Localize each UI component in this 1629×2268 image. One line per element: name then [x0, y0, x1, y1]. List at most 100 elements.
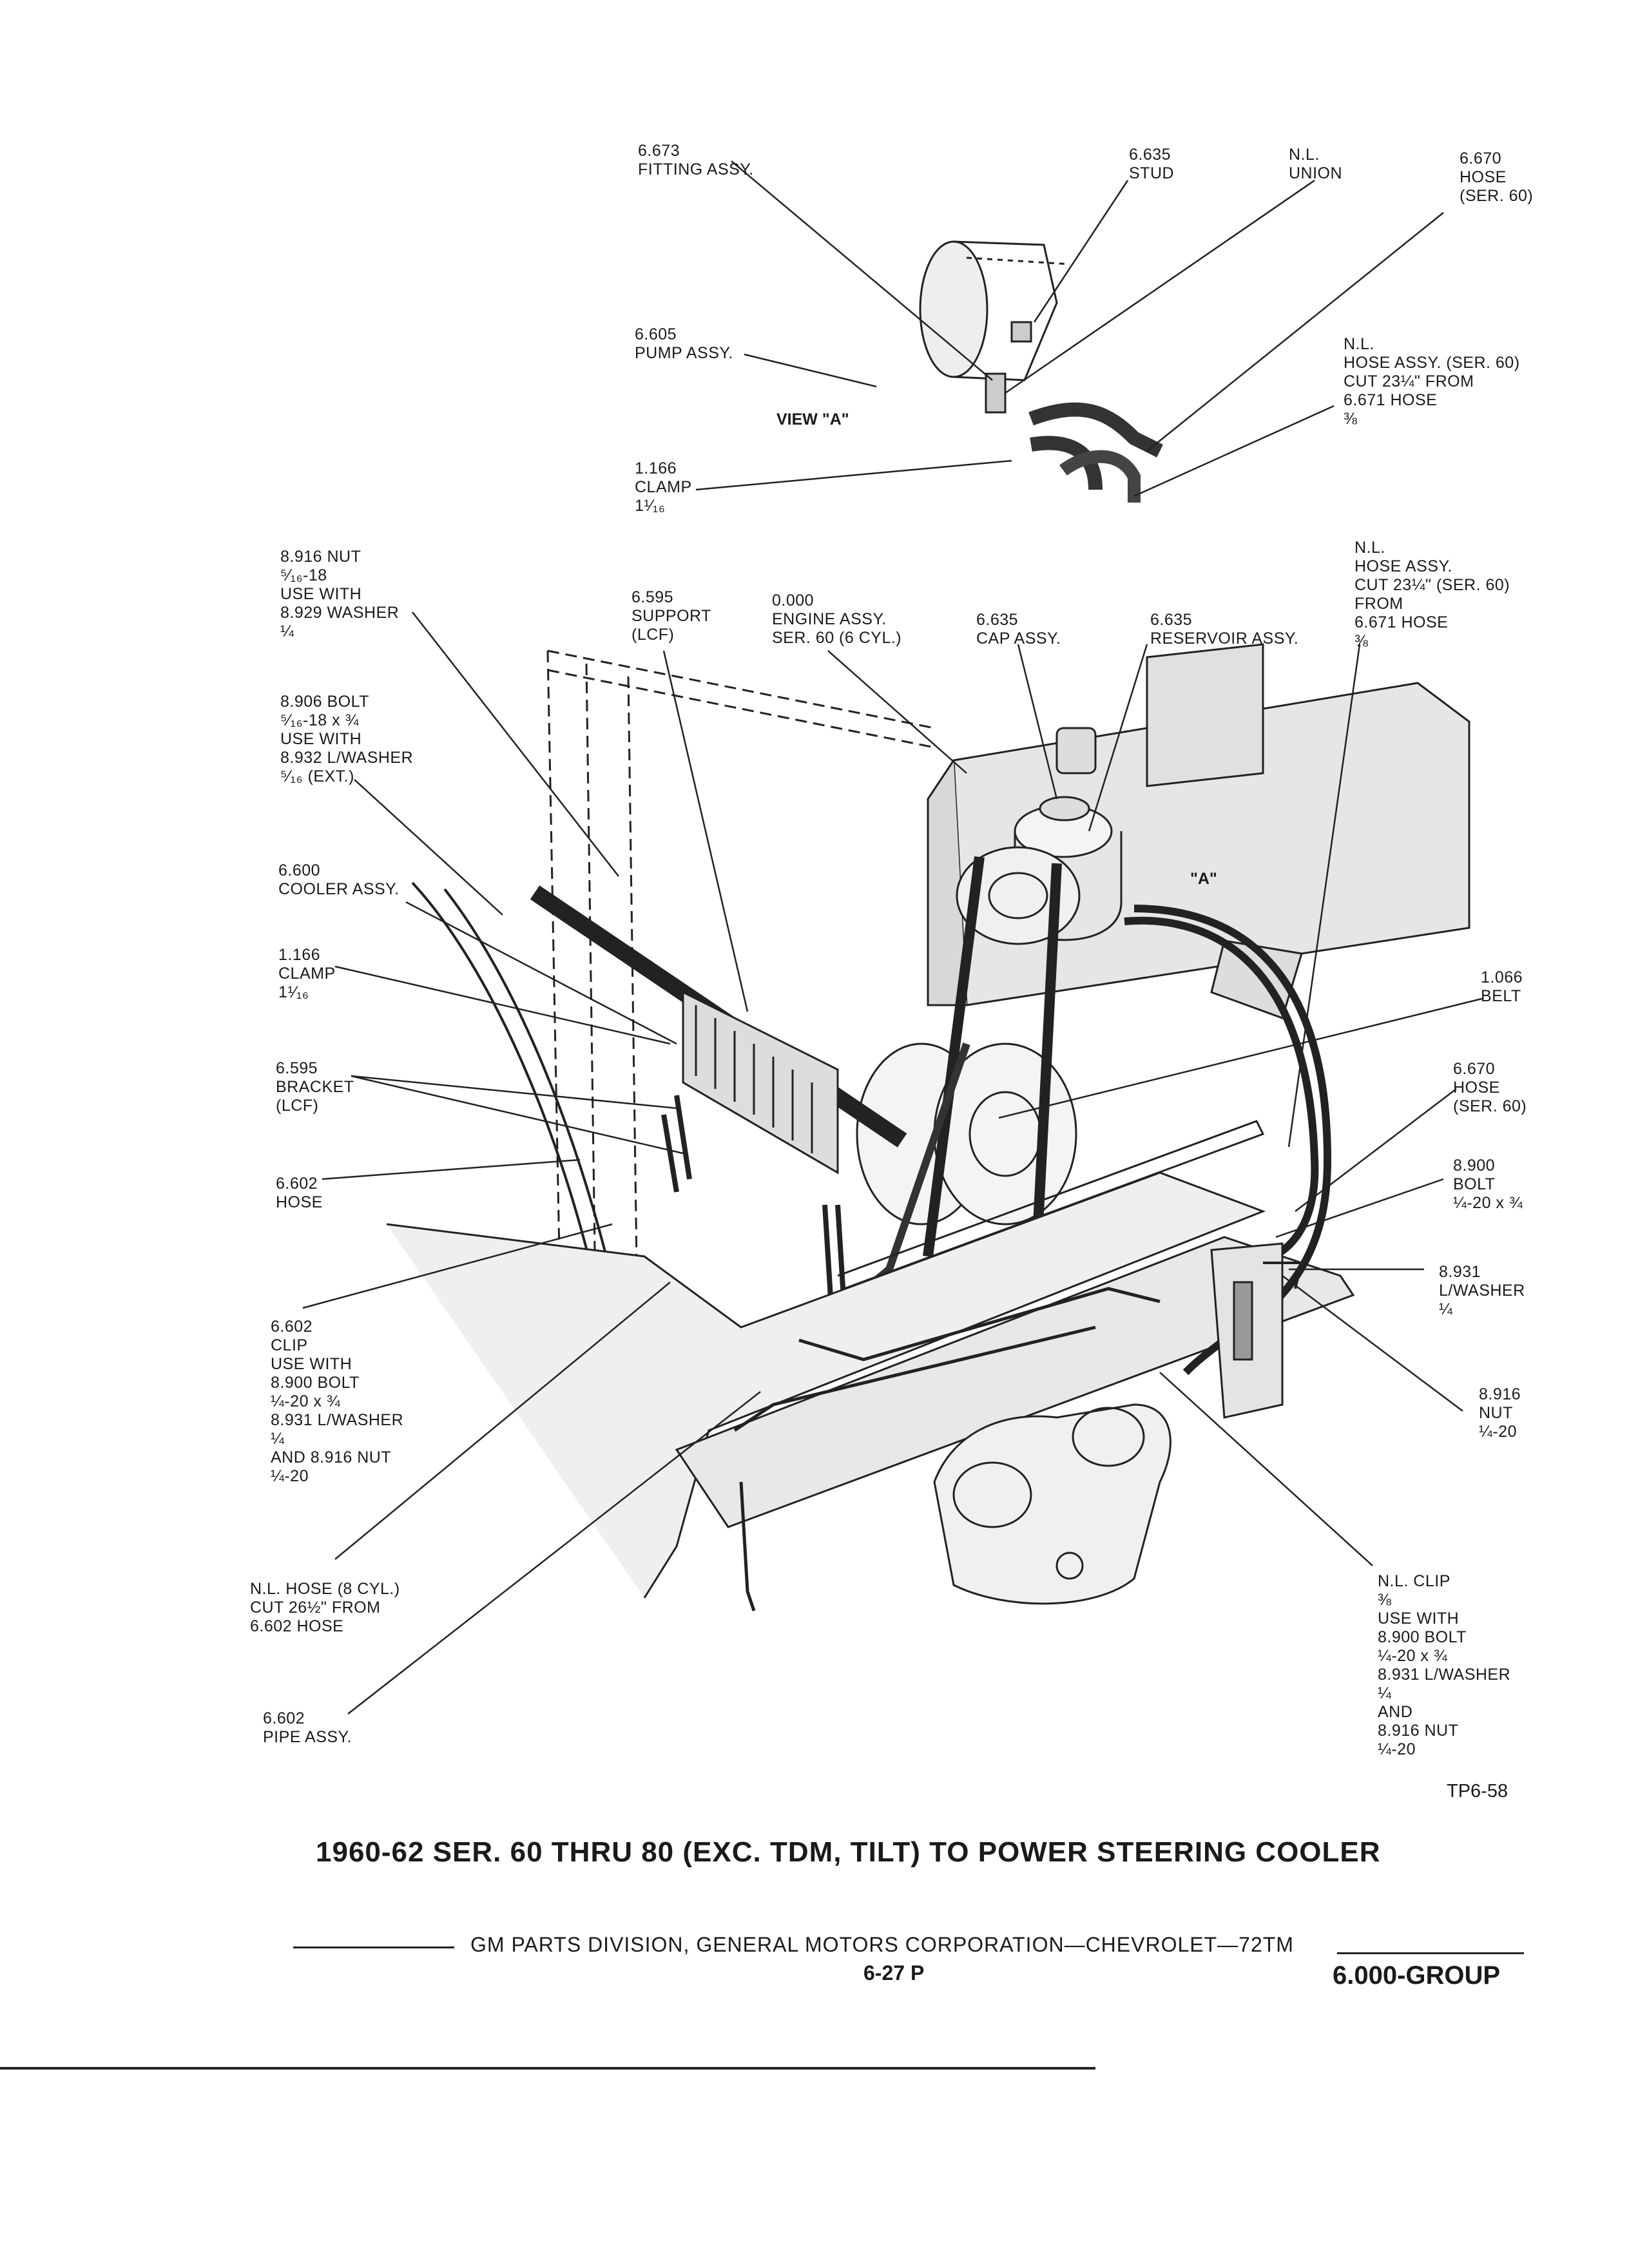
callout-line: CUT 23¼" (SER. 60) [1354, 576, 1510, 594]
callout-line: N.L. [1344, 335, 1374, 353]
callout-line: USE WITH [280, 730, 362, 748]
callout-line: 8.900 BOLT [271, 1374, 360, 1392]
page-bottom-rule [0, 2067, 1095, 2070]
callout-line: BOLT [1453, 1175, 1496, 1193]
view-a-label: VIEW "A" [776, 410, 849, 428]
callout-line: ¼-20 [1479, 1423, 1517, 1441]
callout-clip-nl: N.L. CLIP ⅜ USE WITH 8.900 BOLT ¼-20 x ¾… [1378, 1572, 1510, 1759]
callout-line: ¼ [280, 622, 294, 640]
view-a-pump-drawing [919, 240, 1163, 503]
engine-block [927, 643, 1470, 1006]
callout-line: 6.635 [976, 611, 1019, 629]
callout-line: 6.605 [635, 325, 677, 343]
callout-line: HOSE [276, 1193, 323, 1211]
callout-line: USE WITH [271, 1355, 352, 1373]
callout-line: CUT 26½" FROM [250, 1599, 381, 1617]
callout-line: AND [1378, 1703, 1413, 1721]
callout-line: 6.602 HOSE [250, 1617, 344, 1635]
callout-line: (LCF) [631, 626, 675, 644]
callout-line: ¼ [1378, 1684, 1392, 1702]
callout-line: SUPPORT [631, 607, 711, 625]
callout-line: 1.166 [278, 946, 321, 964]
callout-bolt-14: 8.900 BOLT ¼-20 x ¾ [1453, 1157, 1523, 1213]
callout-belt: 1.066 BELT [1481, 968, 1523, 1006]
callout-line: 6.595 [631, 588, 674, 606]
callout-engine-assy: 0.000 ENGINE ASSY. SER. 60 (6 CYL.) [772, 591, 901, 648]
callout-clip-6602: 6.602 CLIP USE WITH 8.900 BOLT ¼-20 x ¾ … [271, 1318, 403, 1486]
right-bracket-drawing [1210, 1242, 1304, 1419]
callout-line: (SER. 60) [1453, 1097, 1527, 1115]
callout-line: N.L. [1354, 539, 1385, 557]
callout-line: COOLER ASSY. [278, 880, 400, 898]
callout-line: USE WITH [280, 585, 362, 603]
callout-line: CUT 23¼" FROM [1344, 372, 1474, 390]
callout-line: 6.670 [1460, 149, 1502, 168]
callout-line: 6.602 [271, 1318, 313, 1336]
callout-hose-8cyl: N.L. HOSE (8 CYL.) CUT 26½" FROM 6.602 H… [250, 1580, 400, 1636]
callout-hose-assy-mid: N.L. HOSE ASSY. CUT 23¼" (SER. 60) FROM … [1354, 539, 1510, 651]
callout-line: ⅜ [1354, 632, 1369, 650]
callout-line: 0.000 [772, 591, 815, 610]
callout-line: ¼-20 [1378, 1740, 1416, 1758]
callout-line: FITTING ASSY. [638, 160, 754, 178]
callout-lwasher: 8.931 L/WASHER ¼ [1439, 1263, 1525, 1319]
callout-line: 8.900 [1453, 1157, 1496, 1175]
leader-lines [302, 160, 1483, 1715]
callout-line: ⁵⁄₁₆-18 x ¾ [280, 711, 359, 729]
page-number: 6-27 P [863, 1961, 925, 1984]
callout-clamp-top: 1.166 CLAMP 1¹⁄₁₆ [635, 459, 692, 515]
callout-pipe-assy: 6.602 PIPE ASSY. [263, 1709, 352, 1747]
callout-bracket: 6.595 BRACKET (LCF) [276, 1059, 354, 1115]
callout-line: HOSE [1453, 1079, 1500, 1097]
figure-id: TP6-58 [1447, 1781, 1509, 1802]
callout-union: N.L. UNION [1289, 146, 1342, 183]
callout-line: 6.635 [1129, 146, 1171, 164]
callout-line: CAP ASSY. [976, 629, 1061, 648]
callout-line: STUD [1129, 164, 1175, 182]
callout-line: CLIP [271, 1336, 308, 1354]
callout-line: 6.635 [1150, 611, 1193, 629]
callout-line: 6.670 [1453, 1060, 1496, 1078]
callout-fitting-assy: 6.673 FITTING ASSY. [638, 142, 754, 179]
callout-hose-assy-top: N.L. HOSE ASSY. (SER. 60) CUT 23¼" FROM … [1344, 335, 1520, 428]
callout-line: ¼ [271, 1430, 285, 1448]
callout-line: ENGINE ASSY. [772, 610, 887, 628]
callout-line: 6.602 [276, 1175, 318, 1193]
callout-line: 6.673 [638, 142, 680, 160]
footer-rule-right [1337, 1952, 1524, 1954]
callout-line: ⁵⁄₁₆ (EXT.) [280, 767, 354, 785]
callout-line: N.L. HOSE (8 CYL.) [250, 1580, 400, 1598]
callout-line: 8.916 NUT [1378, 1722, 1459, 1740]
detail-a-marker: "A" [1190, 870, 1217, 888]
reservoir-drawing [1014, 796, 1123, 941]
callout-line: 6.600 [278, 861, 321, 879]
callout-stud: 6.635 STUD [1129, 146, 1174, 183]
callout-line: 1.066 [1481, 968, 1523, 986]
group-number: 6.000-GROUP [1333, 1961, 1501, 1990]
callout-line: 8.931 L/WASHER [271, 1411, 404, 1429]
callout-hose-ser60-top: 6.670 HOSE (SER. 60) [1460, 149, 1533, 206]
callout-line: 1¹⁄₁₆ [278, 983, 309, 1001]
callout-line: ⅜ [1378, 1591, 1392, 1609]
callout-line: 8.932 L/WASHER [280, 749, 414, 767]
callout-support: 6.595 SUPPORT (LCF) [631, 588, 711, 644]
cooler-drawing [530, 885, 907, 1309]
callout-line: 1¹⁄₁₆ [635, 497, 666, 515]
callout-line: 6.671 HOSE [1344, 391, 1438, 409]
callout-cap-assy: 6.635 CAP ASSY. [976, 611, 1061, 648]
callout-line: 8.906 BOLT [280, 693, 369, 711]
radiator-frame [546, 649, 935, 1354]
callout-line: L/WASHER [1439, 1282, 1525, 1300]
callout-line: (SER. 60) [1460, 187, 1534, 205]
callout-line: AND 8.916 NUT [271, 1448, 392, 1466]
callout-line: 1.166 [635, 459, 677, 477]
callout-line: PIPE ASSY. [263, 1728, 352, 1746]
callout-line: RESERVOIR ASSY. [1150, 629, 1299, 648]
callout-line: 6.595 [276, 1059, 318, 1077]
pulleys-and-belt [848, 846, 1081, 1305]
callout-line: NUT [1479, 1404, 1513, 1422]
callout-line: (LCF) [276, 1097, 319, 1115]
callout-clamp-left: 1.166 CLAMP 1¹⁄₁₆ [278, 946, 336, 1002]
callout-line: ⁵⁄₁₆-18 [280, 566, 327, 584]
